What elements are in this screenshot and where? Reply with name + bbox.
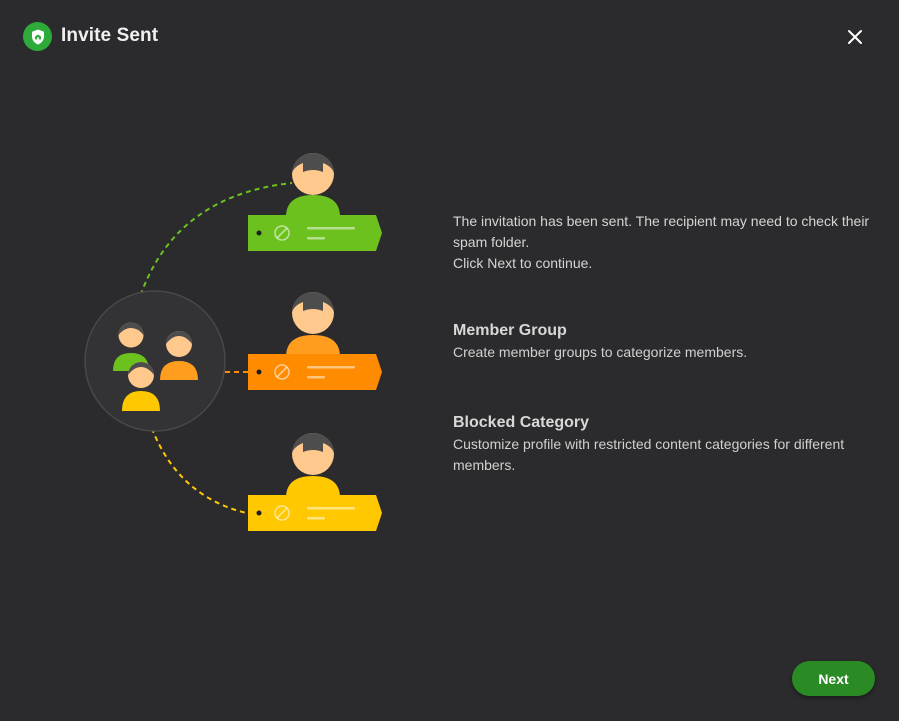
family-group-icon [84, 290, 226, 432]
dialog-title: Invite Sent [61, 25, 159, 46]
intro-line-2: spam folder. [453, 234, 530, 250]
blocked-category-text-line-2: members. [453, 457, 516, 473]
invite-illustration [80, 145, 390, 540]
shield-icon [23, 22, 52, 51]
member-group-text: Create member groups to categorize membe… [453, 344, 748, 360]
close-icon [848, 30, 862, 44]
intro-text: The invitation has been sent. The recipi… [453, 211, 873, 274]
close-button[interactable] [842, 24, 868, 50]
yellow-connector-line [145, 410, 271, 518]
intro-line-1: The invitation has been sent. The recipi… [453, 213, 870, 229]
member-group-heading: Member Group [453, 322, 567, 339]
blocked-category-text-line-1: Customize profile with restricted conten… [453, 436, 845, 452]
blocked-category-section: Blocked Category Customize profile with … [453, 412, 873, 476]
member-profile-orange [248, 292, 382, 390]
dialog-content: The invitation has been sent. The recipi… [453, 211, 873, 473]
member-profile-green [248, 153, 382, 251]
member-group-section: Member Group Create member groups to cat… [453, 320, 873, 363]
dialog-header: Invite Sent [0, 0, 899, 72]
member-profile-yellow [248, 433, 382, 531]
next-button[interactable]: Next [792, 661, 875, 696]
intro-line-3: Click Next to continue. [453, 255, 593, 271]
blocked-category-heading: Blocked Category [453, 414, 590, 431]
